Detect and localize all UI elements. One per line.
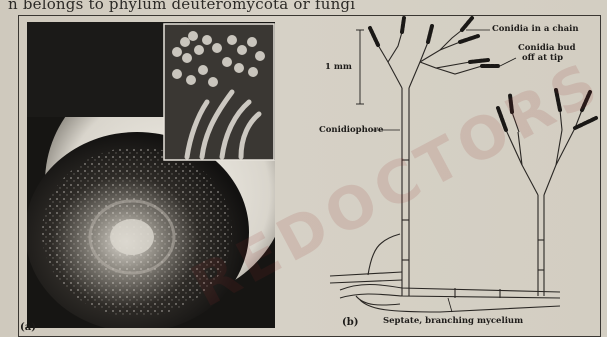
label-conidiophore: Conidiophore — [319, 125, 383, 135]
panel-b-label: (b) — [342, 317, 358, 328]
label-conidia-bud-2: off at tip — [522, 53, 563, 63]
label-conidia-chain: Conidia in a chain — [492, 24, 579, 34]
label-conidia-bud-1: Conidia bud — [518, 43, 576, 53]
label-mycelium: Septate, branching mycelium — [383, 316, 523, 326]
label-scale: 1 mm — [325, 62, 352, 72]
panel-a-label: (a) — [20, 322, 36, 333]
